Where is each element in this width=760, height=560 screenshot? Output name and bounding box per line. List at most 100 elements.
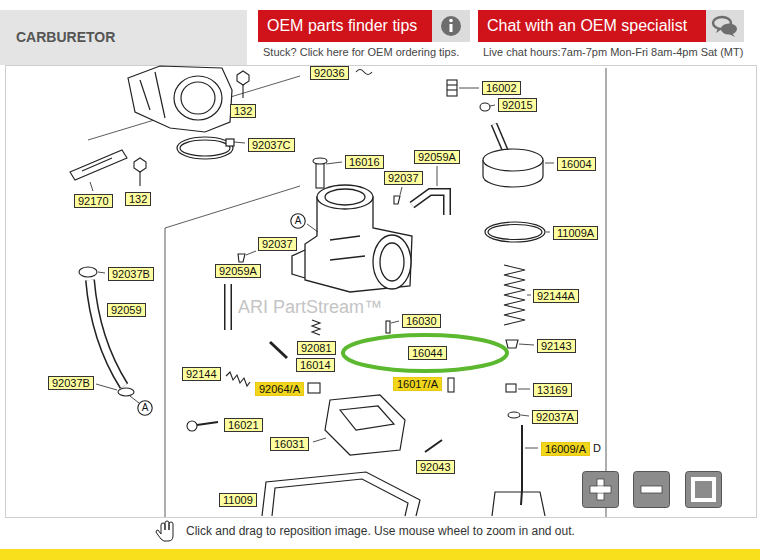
- callout-number: 16016: [345, 155, 384, 169]
- highlighted-callout: 16017/A: [393, 377, 442, 391]
- callout-number: 16014: [296, 358, 335, 372]
- part-number: 92036: [314, 67, 345, 79]
- carburetor-body: [292, 185, 412, 292]
- perspective-outline: [88, 68, 606, 517]
- small-clip: [118, 388, 134, 396]
- callout-number: 92144: [182, 367, 221, 381]
- callout-number: 92059A: [414, 150, 460, 164]
- instruction-text: Click and drag to reposition image. Use …: [186, 524, 575, 538]
- hose: [494, 124, 505, 150]
- part-number: 92015: [502, 99, 533, 111]
- zoom-in-button: [597, 479, 604, 500]
- spring: [226, 265, 525, 386]
- intake-boot: [181, 82, 215, 114]
- leader-line: [518, 389, 530, 390]
- callout-number: 92144A: [533, 289, 579, 303]
- part-number: 92037: [388, 172, 419, 184]
- small-clip: [508, 412, 520, 418]
- callout-number: 92059A: [215, 264, 261, 278]
- part-number: 92081: [301, 342, 332, 354]
- part-number: 16009/A: [545, 443, 586, 455]
- top-cap: [483, 149, 543, 171]
- leader-line: [519, 344, 534, 345]
- hose: [412, 192, 447, 215]
- bottom-bar: [0, 549, 760, 560]
- part-number: 92064/A: [259, 383, 300, 395]
- leader-line: [246, 251, 256, 255]
- zoom-out-button: [634, 472, 670, 508]
- jet-needle: [521, 425, 522, 505]
- hand-icon: [156, 521, 173, 541]
- info-icon: [432, 10, 470, 42]
- callout-number: 92015: [498, 98, 537, 112]
- small-part: [448, 378, 454, 392]
- bowl-gasket: [492, 492, 545, 516]
- chat-icon: [706, 10, 744, 42]
- leader-line: [437, 166, 438, 186]
- float-pin: [425, 440, 442, 452]
- small-clip: [79, 70, 520, 419]
- part-number: 11009A: [557, 227, 594, 239]
- part-number: 92043: [420, 461, 451, 473]
- callout-number: 16030: [402, 314, 441, 328]
- part-number: 92059A: [219, 265, 257, 277]
- intake-boot: [174, 76, 222, 120]
- small-part: [308, 321, 518, 393]
- help-note: Stuck? Click here for OEM ordering tips.: [263, 46, 459, 58]
- throttle-stop-screw: [313, 158, 327, 164]
- highlighted-callout: 16009/A: [541, 442, 590, 456]
- leader-line: [400, 187, 402, 195]
- reference-circle: A: [137, 400, 153, 416]
- spring: [504, 265, 525, 325]
- intake-boot: [128, 66, 232, 132]
- help-note: Live chat hours:7am-7pm Mon-Fri 8am-4pm …: [483, 46, 743, 58]
- leader-line: [234, 142, 245, 143]
- watermark: ARI PartStream™: [238, 297, 382, 318]
- callout-number: 11009: [219, 493, 257, 507]
- leader-line: [459, 88, 479, 89]
- clamp: [180, 140, 230, 156]
- highlight-ellipse: [343, 335, 507, 371]
- carburetor-body: [325, 189, 365, 205]
- hose: [90, 124, 505, 386]
- callout-number: 16031: [270, 437, 309, 451]
- small-part: [386, 321, 390, 333]
- leader-line: [525, 448, 538, 449]
- drain-screw: [197, 422, 218, 425]
- float: [325, 395, 405, 455]
- part-number: 16044: [412, 347, 443, 359]
- part-number: 92059A: [418, 151, 456, 163]
- highlighted-callout: 92064/A: [255, 382, 304, 396]
- reset-view-button: [686, 472, 722, 508]
- leader-line: [90, 88, 554, 448]
- carburetor-body: [305, 197, 412, 292]
- clamp: [177, 137, 234, 159]
- small-clip: [79, 267, 97, 277]
- zoom-in-button: [597, 486, 603, 492]
- part-number: 13169: [537, 384, 568, 396]
- part-number: 92037B: [112, 268, 150, 280]
- action-button: OEM parts finder tips: [258, 10, 470, 42]
- part-number: 92037: [262, 238, 293, 250]
- carburetor-body: [380, 243, 404, 281]
- bolt: [134, 71, 249, 186]
- drain-screw: [187, 421, 218, 431]
- throttle-stop-screw: [313, 158, 327, 188]
- leader-line: [98, 272, 105, 273]
- bowl-gasket: [272, 479, 408, 516]
- hose: [90, 280, 124, 386]
- part-number: 92037A: [536, 411, 574, 423]
- part-number: 92170: [78, 195, 109, 207]
- o-ring: [488, 225, 542, 240]
- label-text: OEM parts finder tips: [258, 10, 417, 42]
- mounting-plate: [70, 150, 127, 180]
- part-number: 92037C: [252, 139, 291, 151]
- o-ring: [485, 222, 545, 242]
- chat-icon: [729, 33, 735, 37]
- label-text: Chat with an OEM specialist: [478, 10, 687, 42]
- callout-number: 92037A: [532, 410, 578, 424]
- jet-needle: [521, 425, 522, 505]
- top-cap: [483, 149, 543, 187]
- callout-number: 16004: [557, 157, 596, 171]
